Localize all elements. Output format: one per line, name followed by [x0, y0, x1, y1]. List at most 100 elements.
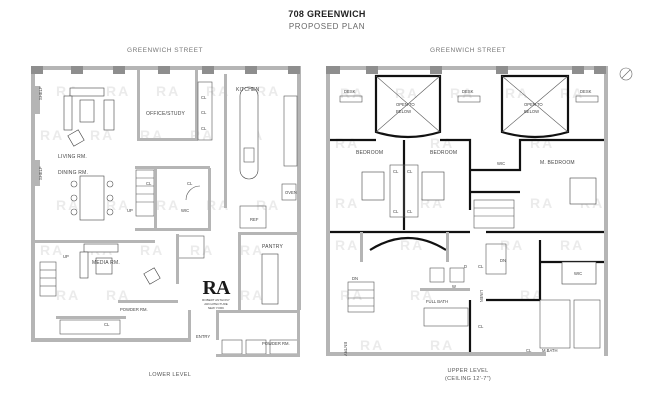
svg-text:RA: RA: [56, 287, 80, 303]
svg-text:RA: RA: [360, 337, 384, 353]
svg-text:RA: RA: [40, 242, 64, 258]
lower-label-powder1: POWDER RM.: [120, 307, 148, 312]
upper-label-entry: ENTRY: [343, 342, 348, 356]
upper-level-label: UPPER LEVEL: [447, 368, 489, 374]
upper-label-open1: OPEN TO: [396, 102, 415, 107]
upper-label-desk1: DESK: [344, 89, 356, 94]
upper-label-desk3: DESK: [580, 89, 592, 94]
logo-line1: ROBERT ANTHONY: [202, 298, 230, 302]
svg-text:RA: RA: [400, 237, 424, 253]
lower-label-powder2: POWDER RM.: [262, 341, 290, 346]
page-title: 708 GREENWICH: [288, 9, 366, 19]
svg-text:RA: RA: [340, 287, 364, 303]
firm-logo: RA ROBERT ANTHONY ARCHITECTURE NEW YORK: [196, 278, 236, 310]
svg-text:RA: RA: [340, 85, 364, 101]
svg-text:RA: RA: [156, 83, 180, 99]
lower-label-entry: ENTRY: [196, 334, 210, 339]
upper-label-mbath: M.BATH: [542, 348, 558, 353]
svg-text:RA: RA: [106, 83, 130, 99]
svg-text:RA: RA: [500, 237, 524, 253]
lower-label-cl-office2: CL: [201, 110, 207, 115]
logo-line3: NEW YORK: [207, 306, 225, 310]
svg-text:RA: RA: [395, 85, 419, 101]
upper-label-open1b: BELOW: [396, 109, 411, 114]
lower-label-shelf-mid: SHELF: [38, 166, 43, 180]
svg-text:RA: RA: [560, 85, 584, 101]
lower-label-living: LIVING RM.: [58, 154, 87, 160]
upper-label-full-bath: FULL BATH: [426, 299, 448, 304]
svg-text:RA: RA: [256, 83, 280, 99]
lower-label-cl-bottom: CL: [104, 322, 110, 327]
svg-text:RA: RA: [430, 135, 454, 151]
svg-text:RA: RA: [335, 195, 359, 211]
lower-label-cl-stair: CL: [146, 181, 152, 186]
svg-text:RA: RA: [505, 85, 529, 101]
upper-label-cl6: CL: [478, 324, 484, 329]
svg-text:RA: RA: [530, 195, 554, 211]
lower-label-cl-office: CL: [201, 95, 207, 100]
upper-level-ceiling: (CEILING 12'-7"): [444, 376, 491, 382]
upper-label-desk2: DESK: [462, 89, 474, 94]
lower-label-media: MEDIA RM.: [92, 260, 120, 266]
svg-text:RA: RA: [335, 237, 359, 253]
svg-text:RA: RA: [90, 127, 114, 143]
lower-label-office: OFFICE/STUDY: [146, 111, 186, 117]
lower-label-shelf-top: SHELF: [38, 86, 43, 100]
upper-label-linen: LINEN: [479, 290, 484, 302]
upper-label-bedroom2: BEDROOM: [430, 150, 457, 156]
upper-label-cl4: CL: [407, 209, 413, 214]
lower-label-cl-office3: CL: [201, 126, 207, 131]
svg-text:RA: RA: [156, 197, 180, 213]
upper-street-label: GREENWICH STREET: [430, 47, 506, 54]
north-arrow-icon: [619, 67, 633, 81]
lower-street-label: GREENWICH STREET: [127, 47, 203, 54]
upper-label-mbedroom: M. BEDROOM: [540, 160, 575, 166]
upper-label-d: D: [464, 264, 467, 269]
lower-label-kitchen: KITCHEN: [236, 87, 260, 93]
upper-label-w: W: [452, 284, 456, 289]
upper-label-cl5: CL: [478, 264, 484, 269]
upper-label-open2: OPEN TO: [524, 102, 543, 107]
svg-text:RA: RA: [335, 135, 359, 151]
svg-text:RA: RA: [240, 242, 264, 258]
upper-label-cl2: CL: [407, 169, 413, 174]
svg-text:RA: RA: [240, 287, 264, 303]
upper-label-cl3: CL: [393, 209, 399, 214]
svg-text:RA: RA: [206, 83, 230, 99]
svg-text:RA: RA: [560, 237, 584, 253]
svg-text:RA: RA: [450, 85, 474, 101]
upper-label-dn: DN: [500, 258, 506, 263]
svg-text:RA: RA: [140, 242, 164, 258]
upper-label-cl7: CL: [526, 348, 532, 353]
upper-label-dn2: DN: [352, 276, 358, 281]
svg-text:RA: RA: [206, 197, 230, 213]
svg-text:RA: RA: [40, 127, 64, 143]
lower-label-oven: OVEN: [285, 190, 297, 195]
upper-label-bedroom1: BEDROOM: [356, 150, 383, 156]
svg-text:RA: RA: [106, 287, 130, 303]
page-subtitle: PROPOSED PLAN: [288, 22, 366, 31]
upper-label-open2b: BELOW: [524, 109, 539, 114]
lower-label-wic: WIC: [181, 208, 189, 213]
lower-label-cl-stair2: CL: [187, 181, 193, 186]
lower-label-up: UP: [127, 208, 133, 213]
upper-room-labels: DESK DESK DESK OPEN TO BELOW OPEN TO BEL…: [343, 89, 592, 356]
lower-room-labels: SHELF SHELF KITCHEN OFFICE/STUDY CL CL C…: [38, 86, 297, 346]
svg-text:RA: RA: [430, 337, 454, 353]
logo-mark: RA: [202, 277, 231, 299]
lower-label-up-stair: UP: [63, 254, 69, 259]
upper-label-cl1: CL: [393, 169, 399, 174]
upper-label-wic: WIC: [497, 161, 505, 166]
lower-label-dining: DINING RM.: [58, 170, 88, 176]
upper-label-wic2: WIC: [574, 271, 582, 276]
svg-text:RA: RA: [190, 242, 214, 258]
logo-line2: ARCHITECTURE: [204, 302, 228, 306]
lower-label-pantry: PANTRY: [262, 244, 283, 250]
svg-text:RA: RA: [106, 197, 130, 213]
lower-label-ref: REF: [250, 217, 259, 222]
lower-level-label: LOWER LEVEL: [148, 372, 192, 378]
svg-text:RA: RA: [256, 197, 280, 213]
